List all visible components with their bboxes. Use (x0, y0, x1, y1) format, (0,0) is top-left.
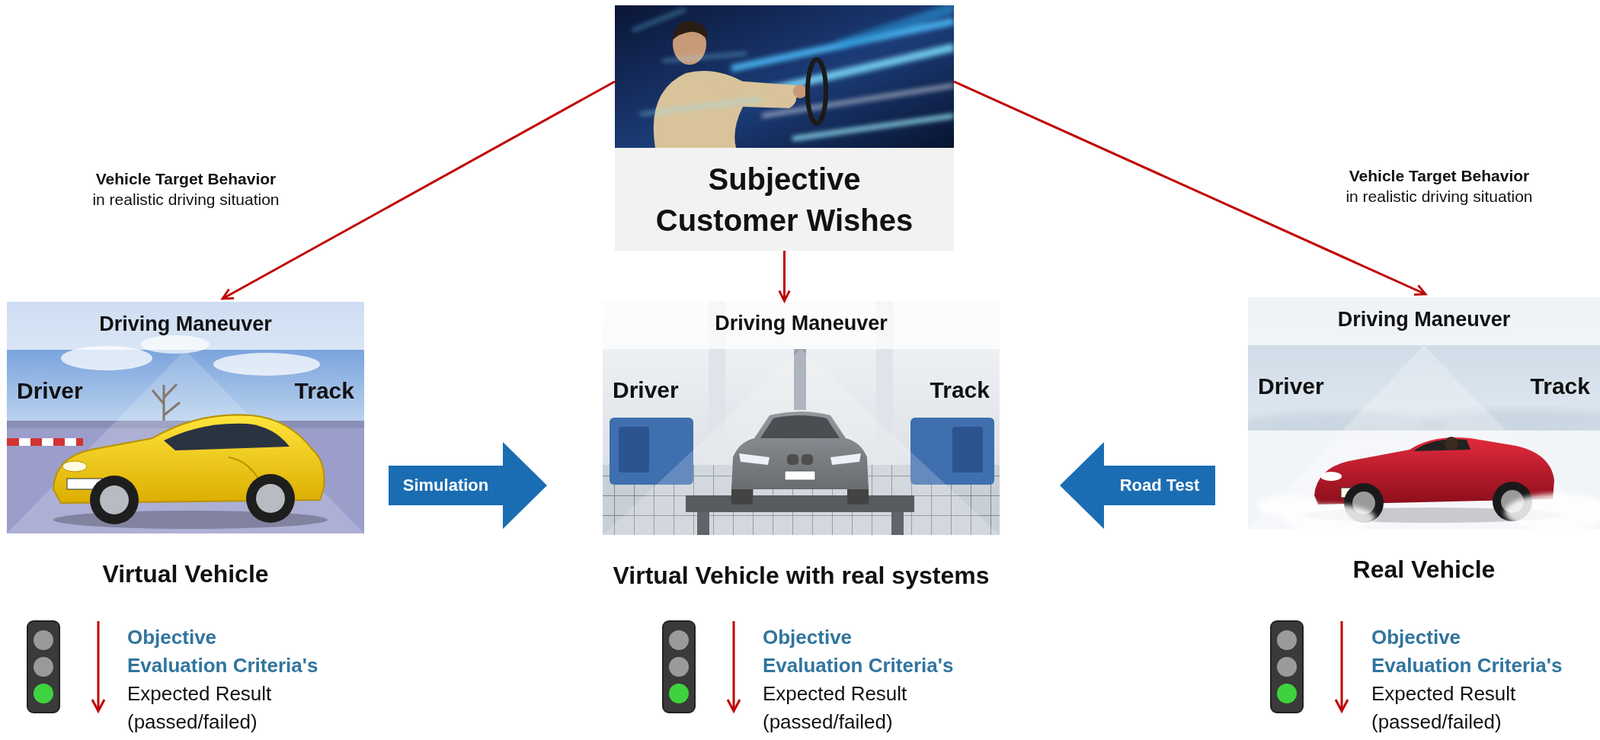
panel-caption: Virtual Vehicle (102, 560, 269, 589)
block-arrow (388, 441, 548, 529)
criteria-label: Objective Evaluation Criteria's (1371, 623, 1565, 680)
real-vehicle-picture (1248, 297, 1600, 529)
customer-wishes-box: Subjective Customer Wishes (614, 5, 954, 251)
traffic-light-check-part (97, 620, 100, 710)
real-vehicle-picture-part (1444, 436, 1459, 451)
traffic-light-check-part (33, 630, 54, 650)
real-vehicle-picture-part (1257, 493, 1600, 529)
block-arrow (1059, 441, 1216, 529)
traffic-light-check-part (668, 683, 689, 704)
test-bench-picture-part (618, 426, 650, 473)
track-label: Track (930, 377, 990, 404)
result-label: Expected Result (passed/failed) (762, 679, 956, 736)
virtual-vehicle-picture-part (41, 438, 54, 446)
criteria-label: Objective Evaluation Criteria's (127, 623, 320, 680)
virtual-vehicle-picture-part (163, 423, 290, 451)
virtual-vehicle-picture-part (64, 438, 77, 446)
arrow-label: Road Test (1120, 475, 1200, 496)
real-vehicle-picture-part-part (1257, 495, 1319, 517)
panel-caption: Real Vehicle (1353, 555, 1496, 584)
traffic-light-check-part (33, 656, 54, 677)
traffic-light-check (27, 620, 105, 713)
virtual-vehicle-picture (6, 301, 365, 534)
real-vehicle-picture-part (1413, 438, 1471, 452)
traffic-light-check-part (1276, 683, 1297, 704)
traffic-light-check-part (727, 699, 740, 711)
virtual-vehicle-picture-part (19, 438, 31, 446)
traffic-light-check-part (1335, 699, 1348, 711)
traffic-light-check-part (1276, 656, 1297, 677)
driver-label: Driver (612, 377, 679, 404)
panel-heading: Driving Maneuver (1248, 307, 1600, 332)
test-bench-picture-part (602, 300, 1000, 535)
traffic-light-check-part (33, 683, 54, 704)
result-label: Expected Result (passed/failed) (127, 679, 320, 736)
edge-label: Vehicle Target Behavior in realistic dri… (89, 168, 283, 210)
arrow-label: Simulation (403, 475, 489, 496)
real-vehicle-picture-part (1320, 471, 1342, 481)
test-bench-picture (602, 300, 1000, 535)
result-label: Expected Result (passed/failed) (1371, 679, 1565, 736)
virtual-vehicle-picture-part (99, 485, 129, 515)
maneuver-panel: Driving ManeuverDriverTrackReal Vehicle (1248, 297, 1600, 529)
real-vehicle-picture-part (1248, 297, 1600, 346)
traffic-light-check-part (732, 620, 736, 710)
box-title: Subjective Customer Wishes (647, 158, 922, 241)
traffic-light-check-part (1270, 620, 1303, 713)
virtual-vehicle-picture-part (246, 473, 295, 523)
criteria-label: Objective Evaluation Criteria's (762, 623, 956, 680)
panel-heading: Driving Maneuver (602, 311, 1000, 336)
driver-label: Driver (16, 377, 84, 404)
real-vehicle-picture-part-part (1504, 493, 1600, 529)
traffic-light-check-part (1276, 630, 1297, 650)
target-arrow (222, 81, 615, 299)
traffic-light-check (662, 620, 740, 713)
virtual-vehicle-picture-part (213, 352, 320, 376)
traffic-light-check-part (662, 620, 695, 713)
panel-caption: Virtual Vehicle with real systems (613, 561, 990, 590)
track-label: Track (294, 377, 355, 404)
test-bench-picture-part (602, 300, 1000, 349)
test-bench-picture-part (952, 426, 983, 473)
maneuver-panel: Driving ManeuverDriverTrackVirtual Vehic… (6, 301, 365, 534)
edge-label: Vehicle Target Behavior in realistic dri… (1342, 165, 1536, 207)
maneuver-panel: Driving ManeuverDriverTrackVirtual Vehic… (602, 300, 1000, 535)
traffic-light-check-part (668, 630, 689, 650)
traffic-light-check-part (668, 656, 689, 677)
virtual-vehicle-picture-part (6, 301, 365, 350)
virtual-vehicle-picture-part (62, 460, 87, 472)
traffic-light-check (1270, 620, 1348, 713)
driver-label: Driver (1257, 373, 1325, 400)
track-label: Track (1530, 373, 1591, 400)
traffic-light-check-part (1340, 620, 1344, 710)
virtual-vehicle-picture-part (6, 349, 365, 534)
virtual-vehicle-picture-part (6, 438, 84, 446)
virtual-vehicle-picture-part (256, 483, 285, 513)
panel-heading: Driving Maneuver (6, 312, 365, 336)
target-arrow (783, 250, 786, 301)
test-bench-picture-part (602, 348, 1000, 535)
traffic-light-check-part (27, 620, 60, 713)
virtual-vehicle-picture-part (89, 475, 139, 525)
traffic-light-check-part (92, 699, 105, 711)
